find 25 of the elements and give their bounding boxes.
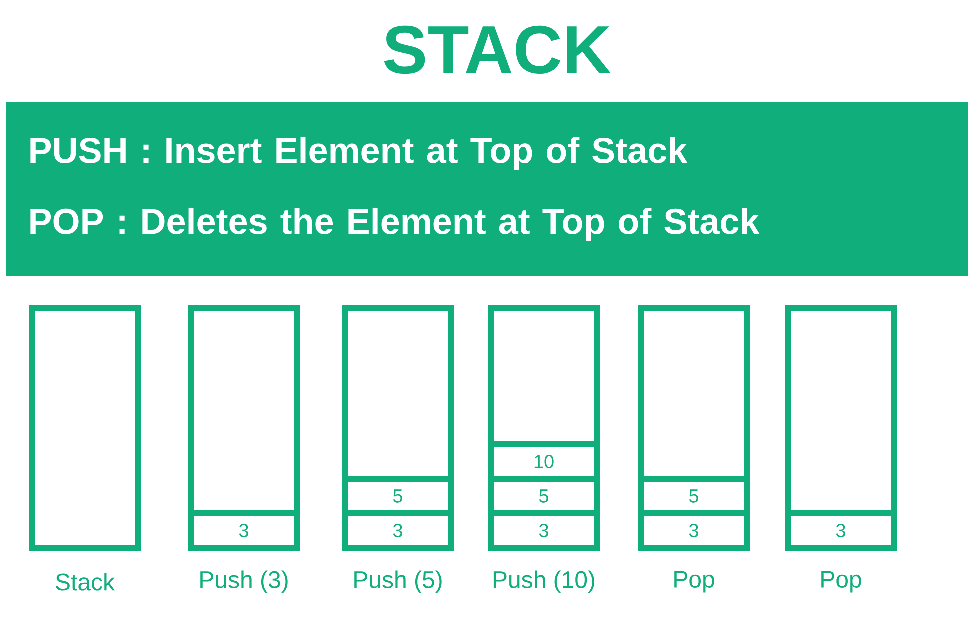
stack-caption: Push (5) xyxy=(354,570,442,594)
stack-caption: Pop xyxy=(674,571,714,593)
stack-cell: 3 xyxy=(791,510,891,538)
stack-cell: 3 xyxy=(494,510,594,538)
definition-text: POP : Deletes the Element at Top of Stack xyxy=(30,208,760,242)
stack-caption: Stack xyxy=(56,573,116,591)
stack-caption: Pop xyxy=(822,571,862,593)
banner xyxy=(6,102,968,276)
stack-cell: 3 xyxy=(194,510,294,538)
stack-box xyxy=(488,305,600,551)
stack-caption: Push (10) xyxy=(494,570,594,594)
stack-cell: 10 xyxy=(494,442,594,468)
stack-cell: 3 xyxy=(644,510,744,538)
stack-box xyxy=(29,305,141,551)
stack-cell: 5 xyxy=(494,476,594,503)
stack-box xyxy=(638,305,750,551)
stack-cell: 3 xyxy=(348,510,448,538)
title: STACK xyxy=(384,26,611,74)
stack-cell: 5 xyxy=(644,476,744,503)
stack-box xyxy=(785,305,897,551)
definition-text: PUSH : Insert Element at Top of Stack xyxy=(30,136,688,171)
stack-caption: Push (3) xyxy=(200,570,288,594)
stack-box xyxy=(188,305,300,551)
stack-box xyxy=(342,305,454,551)
stack-cell: 5 xyxy=(348,476,448,503)
